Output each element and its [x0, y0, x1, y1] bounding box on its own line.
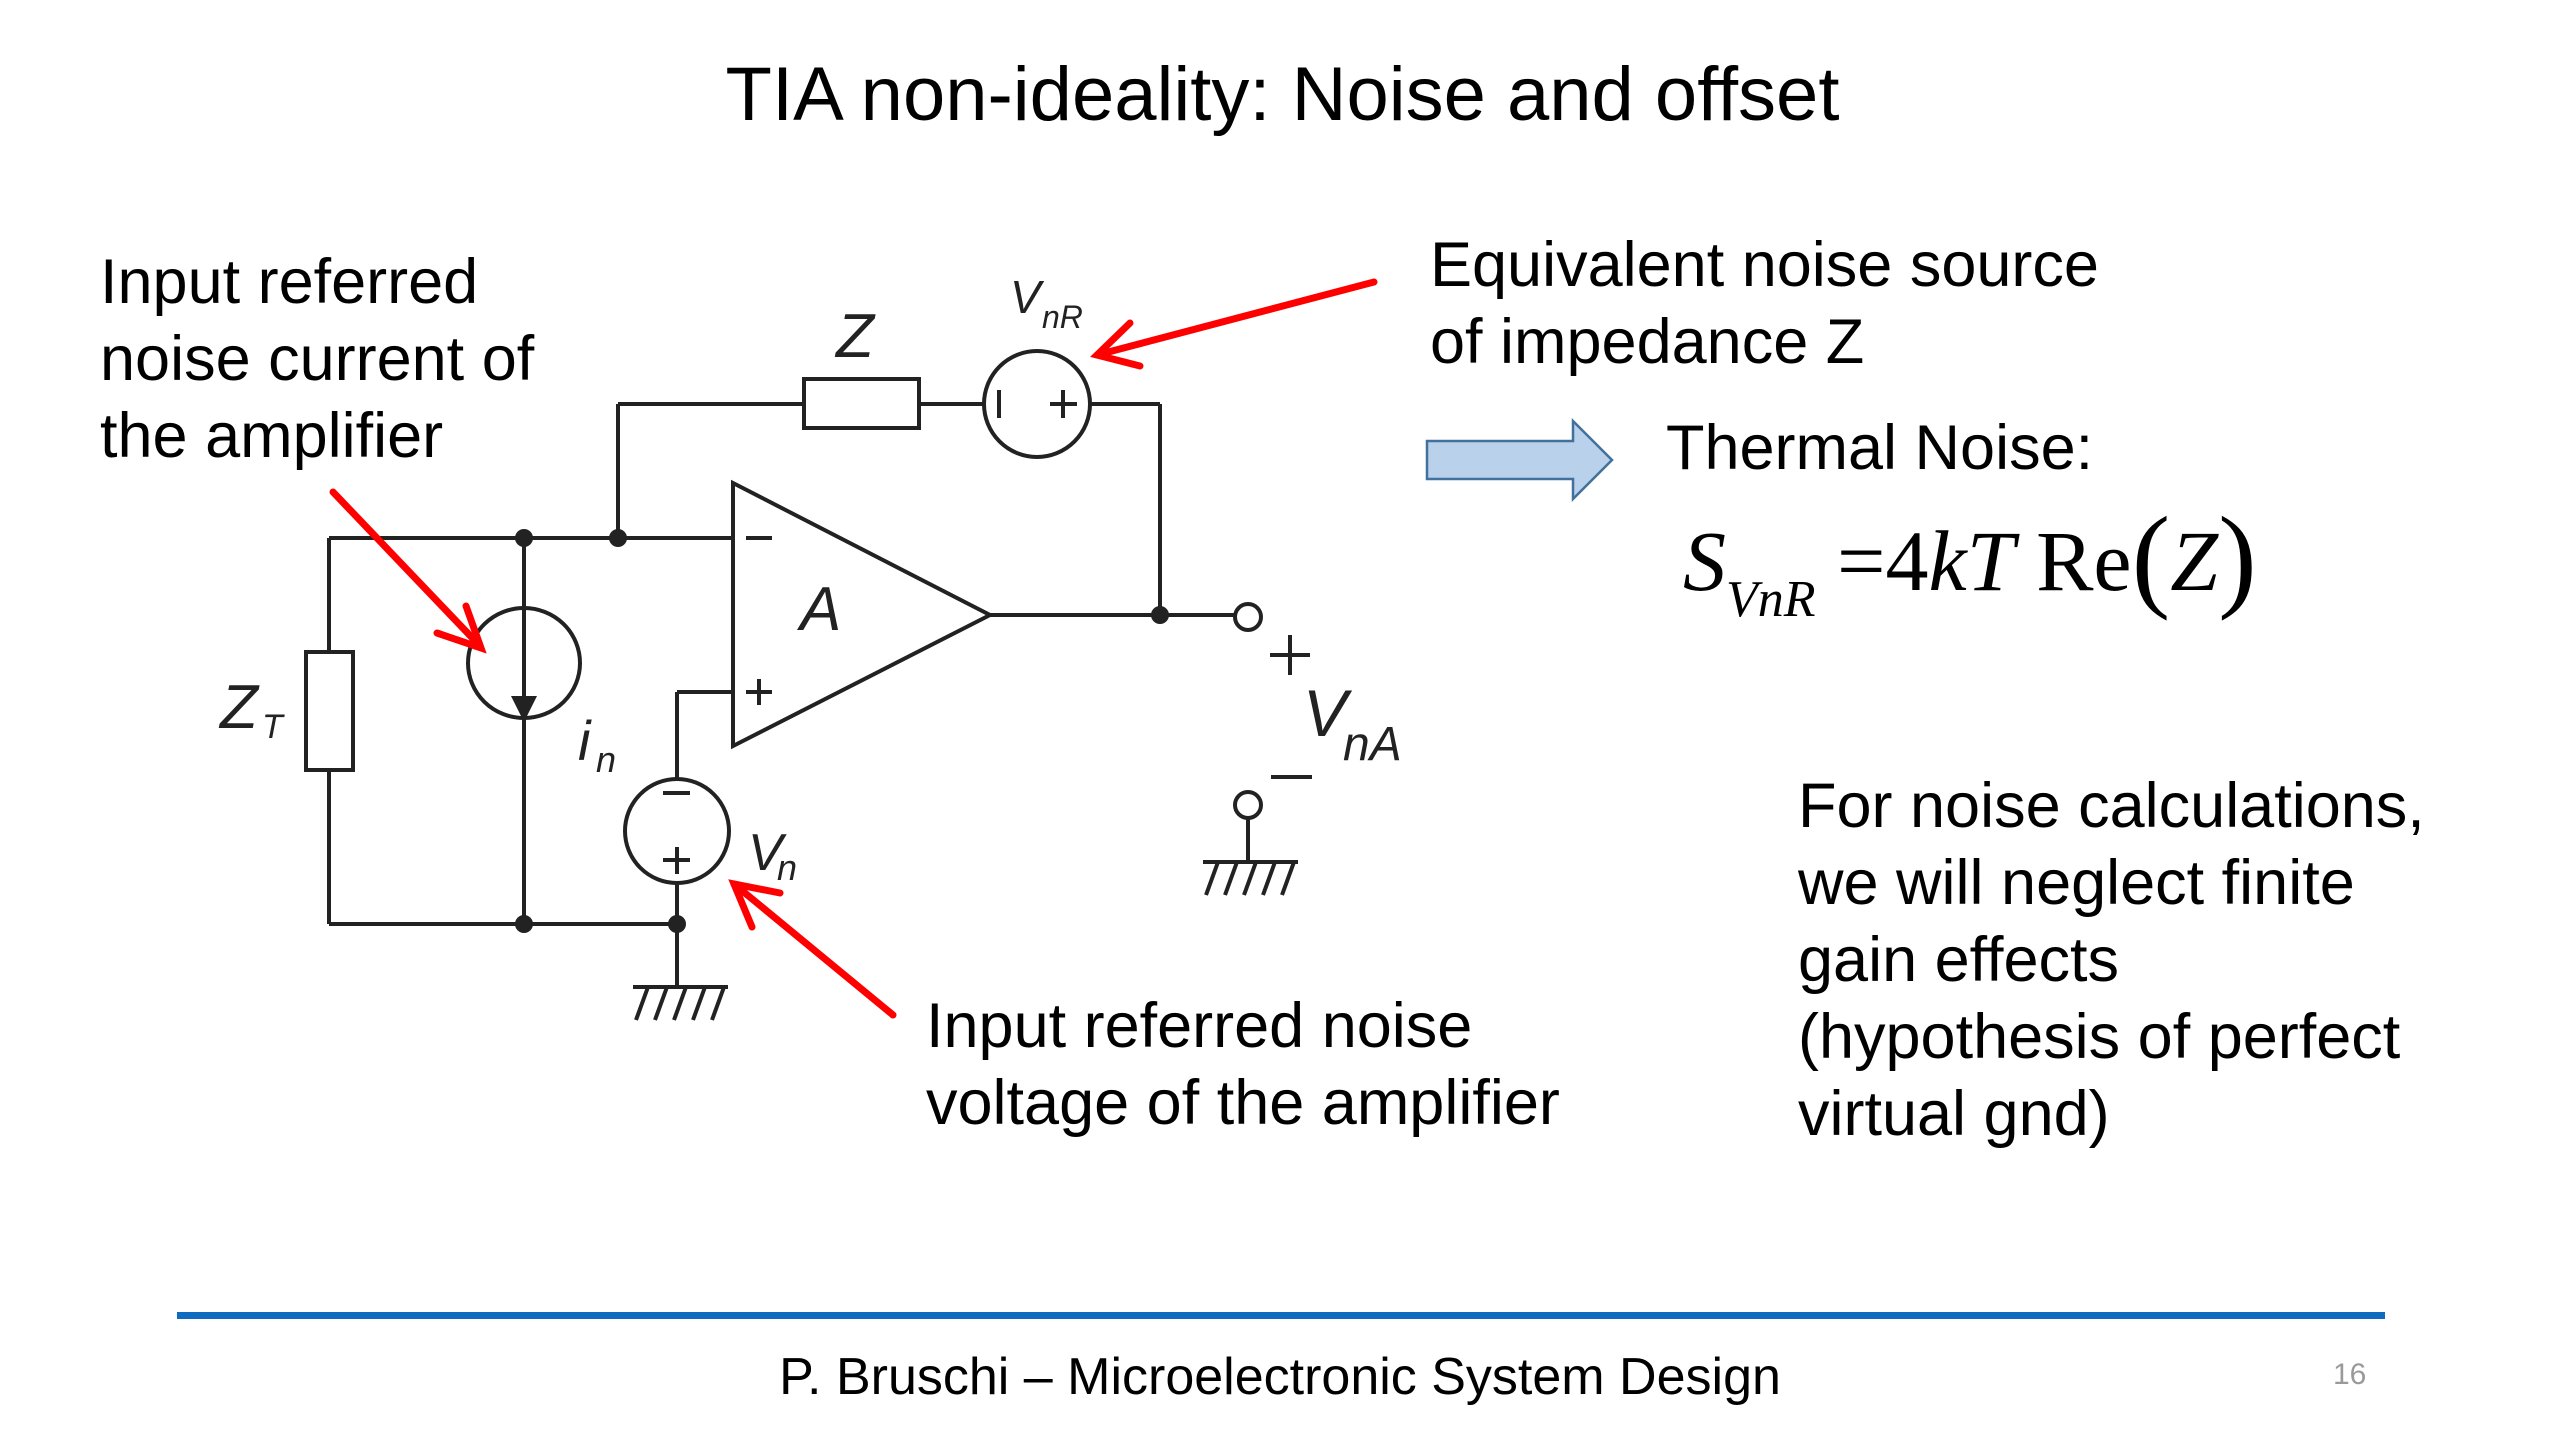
annotation-line: noise current of [100, 324, 535, 394]
formula-spectral-density-symbol: S [1683, 513, 1726, 609]
red-arrow-in-icon [329, 488, 487, 654]
formula-impedance: Z [2170, 513, 2219, 609]
input-voltage-annotation: Input referred noise voltage of the ampl… [926, 988, 1560, 1142]
output-ground-symbol [1204, 861, 1296, 896]
annotation-line: Equivalent noise source [1430, 230, 2099, 300]
op-amp-triangle [731, 479, 995, 750]
vna-label-subscript: nA [1343, 718, 1402, 771]
junction-dot [515, 915, 533, 933]
vnr-label: V [1010, 271, 1045, 323]
red-arrow-vn-icon [728, 879, 897, 1019]
note-line: we will neglect finite [1798, 848, 2355, 918]
red-arrow-vnr-icon [1090, 278, 1378, 370]
amp-gain-label: A [796, 575, 841, 644]
vna-label: V [1303, 676, 1353, 750]
z-feedback-label: Z [834, 302, 876, 371]
zt-label-subscript: T [262, 708, 285, 746]
page-number: 16 [2333, 1358, 2367, 1391]
formula-coefficient: 4 [1885, 513, 1929, 609]
annotation-line: of impedance Z [1430, 307, 1865, 377]
annotation-line: voltage of the amplifier [926, 1068, 1560, 1138]
formula-temperature: T [1966, 513, 2015, 609]
note-line: (hypothesis of perfect [1798, 1002, 2401, 1072]
output-terminal [1233, 602, 1263, 632]
vn-label: V [748, 824, 787, 882]
current-direction-arrow-icon [511, 696, 537, 722]
output-ground-terminal [1233, 790, 1263, 820]
formula-real-part: Re [2036, 513, 2132, 609]
junction-dot [609, 529, 627, 547]
footer-text: P. Bruschi – Microelectronic System Desi… [779, 1348, 1781, 1406]
annotation-line: Input referred [100, 247, 479, 317]
ground-symbol [634, 986, 726, 1021]
slide-title: TIA non-ideality: Noise and offset [725, 52, 1840, 137]
in-label: i [578, 709, 592, 772]
formula-close-paren: ) [2218, 494, 2257, 622]
footer-divider [177, 1312, 2385, 1319]
thermal-noise-formula: SVnR =4kT Re(Z) [1683, 500, 2257, 628]
note-line: For noise calculations, [1798, 771, 2425, 841]
zt-impedance [304, 650, 355, 772]
formula-open-paren: ( [2131, 494, 2171, 622]
block-arrow-right-icon [1425, 417, 1614, 503]
junction-dot [1151, 606, 1169, 624]
formula-equals: = [1837, 513, 1886, 609]
junction-dot [515, 529, 533, 547]
thermal-noise-heading: Thermal Noise: [1666, 413, 2094, 483]
annotation-line: Input referred noise [926, 991, 1473, 1061]
formula-subscript: VnR [1726, 571, 1816, 628]
vnr-label-subscript: nR [1042, 299, 1083, 335]
zt-label: Z [218, 673, 260, 742]
annotation-line: the amplifier [100, 401, 444, 471]
feedback-source-annotation: Equivalent noise source of impedance Z [1430, 227, 2099, 381]
vn-label-subscript: n [777, 847, 797, 888]
in-label-subscript: n [596, 739, 616, 780]
formula-boltzmann-constant: k [1928, 513, 1967, 609]
z-feedback-impedance [802, 377, 921, 430]
input-current-annotation: Input referred noise current of the ampl… [100, 244, 534, 475]
note-line: gain effects [1798, 925, 2120, 995]
junction-dot [668, 915, 686, 933]
note-line: virtual gnd) [1798, 1079, 2110, 1149]
assumption-note: For noise calculations, we will neglect … [1798, 768, 2425, 1153]
